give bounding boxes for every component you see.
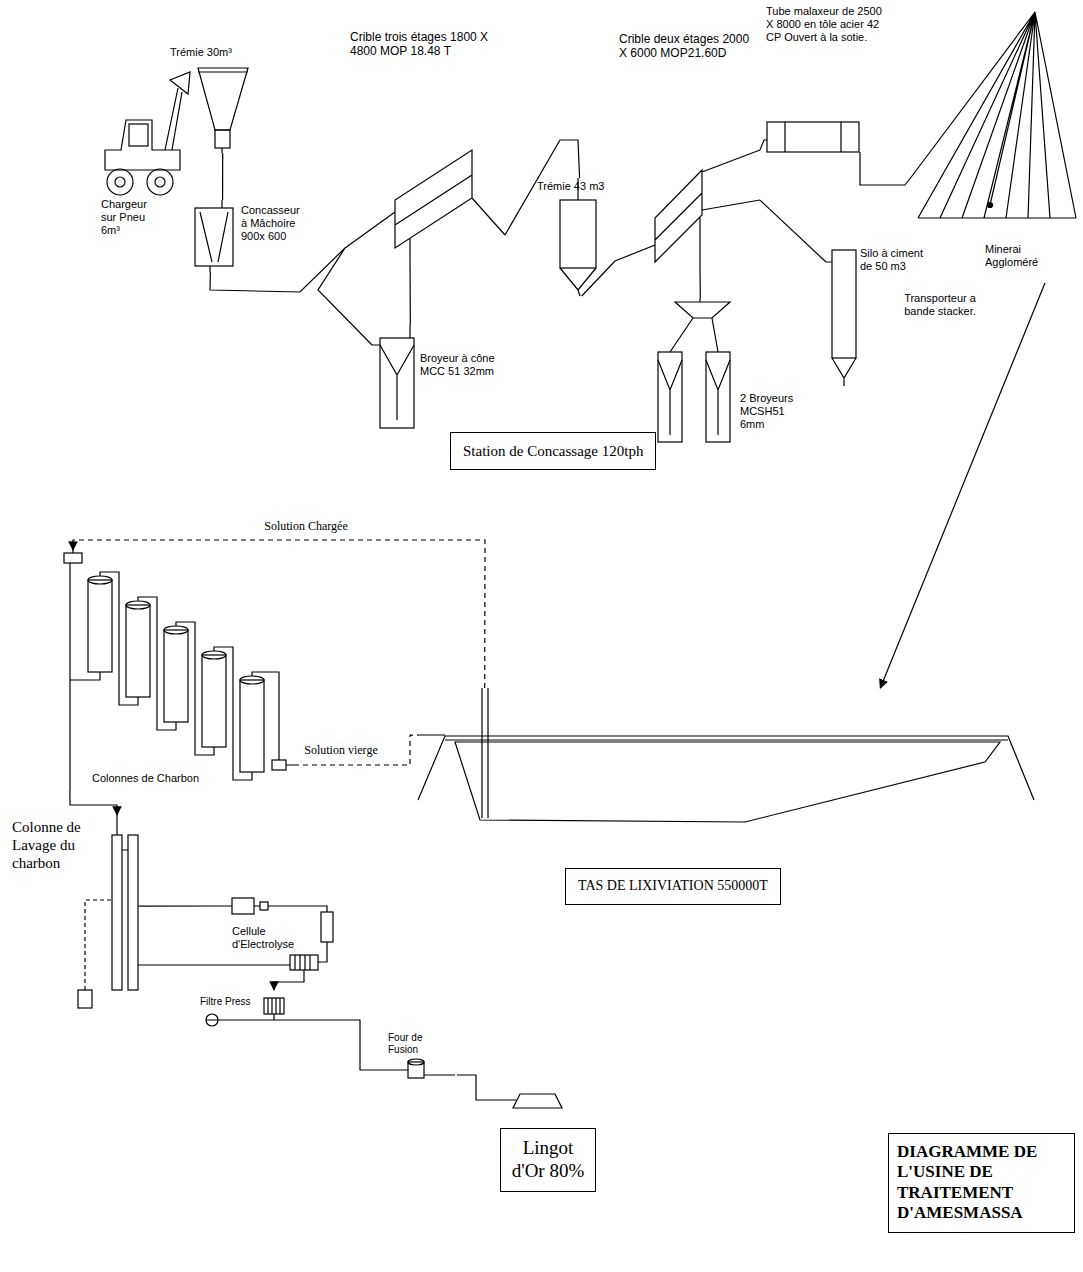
leach-heap — [418, 688, 1034, 822]
equipment-node: Broyeur à cône MCC 51 32mm — [372, 325, 501, 435]
equipment-label: Tube malaxeur de 2500 X 8000 en tôle aci… — [766, 5, 886, 45]
equipment-label: Trémie 43 m3 — [537, 180, 615, 193]
equipment-label: Crible trois étages 1800 X 4800 MOP 18.4… — [350, 30, 500, 59]
conveyor-line — [699, 268, 700, 298]
equipment-node: Station de Concassage 120tph — [450, 432, 660, 473]
equipment-label: 2 Broyeurs MCSH51 6mm — [740, 392, 800, 432]
wheel-loader — [105, 72, 190, 195]
fine-crushers — [658, 298, 730, 442]
equipment-node: Colonne de Lavage du charbon — [10, 815, 140, 1010]
conveyor-line — [140, 905, 228, 906]
conveyor-line — [880, 283, 1045, 688]
conveyor-line — [210, 248, 345, 292]
equipment-label: Minerai Aggloméré — [985, 243, 1055, 269]
equipment-node: Four de Fusion — [385, 1030, 457, 1095]
equipment-node: Lingot d'Or 80% — [498, 1088, 599, 1208]
equipment-label: Colonnes de Charbon — [92, 772, 202, 785]
conveyor-line — [70, 790, 117, 815]
solution-line — [294, 735, 418, 765]
equipment-label: Chargeur sur Pneu 6m³ — [101, 198, 164, 238]
solution-line — [73, 540, 485, 688]
conveyor-line — [760, 140, 764, 150]
electrowinning-circuit — [228, 898, 333, 975]
equipment-node: Chargeur sur Pneu 6m³ — [100, 38, 167, 241]
equipment-label: Broyeur à cône MCC 51 32mm — [420, 352, 498, 378]
equipment-node: Cellule d'Electrolyse — [228, 895, 340, 975]
conveyor-line — [409, 253, 410, 325]
flow-label: Solution Chargée — [250, 519, 362, 533]
equipment-node: Filtre Press — [198, 990, 290, 1030]
surge-hopper — [560, 178, 596, 296]
stripping-columns — [78, 815, 140, 1008]
equipment-node: Trémie 43 m3 — [535, 178, 618, 296]
carbon-columns — [64, 550, 294, 790]
equipment-node: Crible trois étages 1800 X 4800 MOP 18.4… — [345, 28, 505, 253]
boxed-label: Station de Concassage 120tph — [450, 432, 656, 470]
equipment-label: Trémie 30m³ — [170, 46, 248, 59]
gold-ingot — [498, 1094, 562, 1108]
equipment-node: Minerai Aggloméré — [912, 8, 1077, 283]
equipment-label: Silo à ciment de 50 m3 — [860, 247, 926, 273]
conveyor-line — [274, 975, 304, 990]
conveyor-line — [290, 1020, 385, 1070]
equipment-node: Trémie 30m³ — [168, 44, 251, 153]
conveyor-line — [222, 153, 223, 200]
conveyor-line — [457, 1075, 498, 1100]
flow-label: Solution vierge — [298, 743, 384, 757]
title-box: DIAGRAMME DE L'USINE DE TRAITEMENT D'AME… — [888, 1133, 1075, 1233]
feed-hopper — [198, 68, 248, 153]
boxed-label: Lingot d'Or 80% — [500, 1128, 596, 1192]
double-deck-screen — [615, 150, 760, 268]
smelting-furnace — [385, 1059, 455, 1078]
triple-deck-screen — [345, 150, 505, 253]
stockpile — [912, 12, 1076, 218]
equipment-node: TAS DE LIXIVIATION 550000T — [418, 688, 1036, 910]
equipment-label: Cellule d'Electrolyse — [232, 925, 318, 951]
conveyor-line — [582, 261, 615, 296]
conveyor-line — [860, 158, 912, 185]
conveyor-line — [760, 200, 826, 262]
equipment-node: Tube malaxeur de 2500 X 8000 en tôle aci… — [764, 3, 889, 158]
equipment-label: Colonne de Lavage du charbon — [12, 818, 110, 872]
equipment-node: 2 Broyeurs MCSH51 6mm — [652, 298, 803, 450]
equipment-node: Crible deux étages 2000 X 6000 MOP21.60D — [615, 28, 760, 268]
cement-silo — [826, 250, 856, 386]
jaw-crusher — [195, 200, 233, 272]
equipment-label: Four de Fusion — [388, 1032, 454, 1056]
equipment-label: Filtre Press — [200, 996, 262, 1008]
equipment-node: Colonnes de Charbon — [62, 550, 294, 790]
conveyor-line — [318, 248, 372, 345]
equipment-label: Concasseur à Mâchoire 900x 600 — [241, 204, 299, 244]
note-label: Transporteur a bande stacker. — [890, 292, 990, 318]
mixer-tube — [764, 122, 860, 158]
equipment-label: Crible deux étages 2000 X 6000 MOP21.60D — [619, 32, 757, 61]
equipment-node: Concasseur à Mâchoire 900x 600 — [190, 200, 302, 272]
conveyor-line — [140, 964, 228, 965]
cone-crusher — [372, 325, 414, 428]
boxed-label: TAS DE LIXIVIATION 550000T — [565, 868, 781, 905]
